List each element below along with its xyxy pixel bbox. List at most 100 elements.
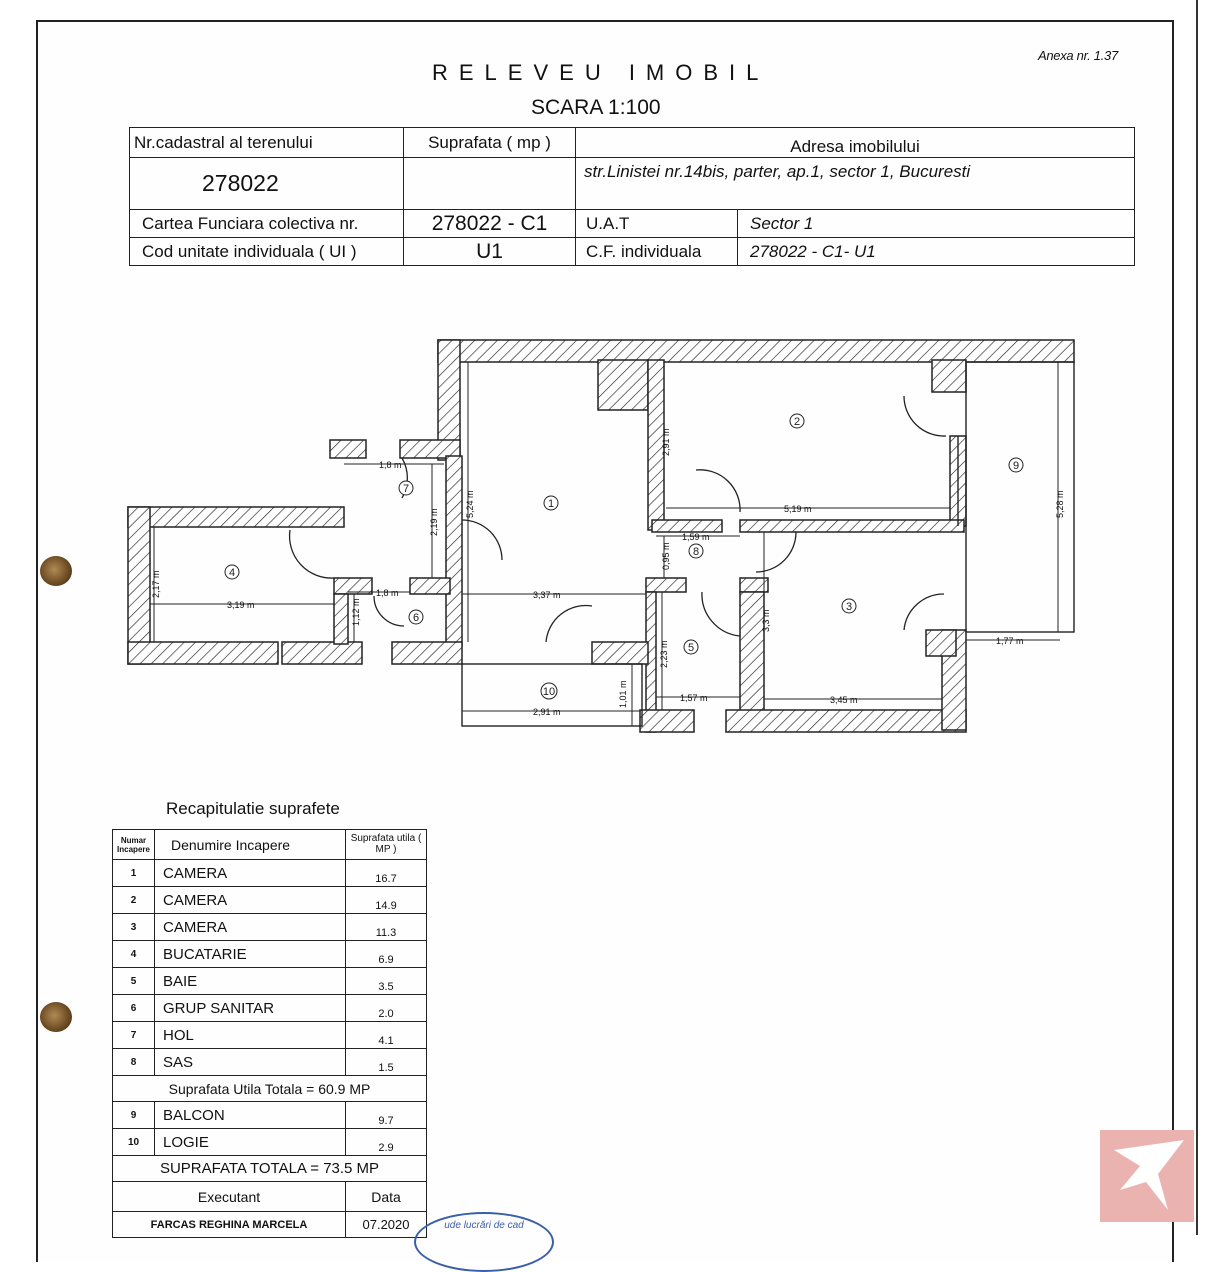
door-swing (903, 395, 947, 437)
cf-collective-label: Cartea Funciara colectiva nr. (129, 209, 404, 238)
room-number-1: 1 (543, 495, 559, 511)
col-name-header: Denumire Incapere (154, 829, 346, 860)
wall (739, 519, 965, 533)
svg-text:1: 1 (548, 498, 554, 510)
dim-label: 3,37 m (533, 590, 561, 600)
property-header-table: Nr.cadastral al terenului Suprafata ( mp… (129, 127, 1135, 266)
room-number-8: 8 (688, 543, 704, 559)
wall (409, 577, 451, 595)
svg-text:10: 10 (543, 686, 555, 698)
wall (925, 629, 957, 657)
door-swing (903, 593, 945, 631)
document-scale: SCARA 1:100 (531, 96, 661, 119)
svg-text:7: 7 (403, 483, 409, 495)
wall (645, 577, 687, 593)
cf-individual-label: C.F. individuala (575, 237, 738, 266)
dim-label: 0,95 m (661, 542, 671, 570)
document-title: RELEVEU IMOBIL (432, 60, 770, 85)
dim-label: 1,59 m (682, 532, 710, 542)
dim-label: 2,19 m (429, 508, 439, 536)
dim-label: 2,91 m (533, 707, 561, 717)
wall (399, 439, 461, 459)
door-swing (755, 531, 797, 573)
svg-text:6: 6 (413, 612, 419, 624)
room-number-6: 6 (408, 609, 424, 625)
wall (281, 641, 363, 665)
door-swing (288, 529, 335, 579)
official-stamp: ude lucrări de cad (414, 1212, 554, 1272)
room-number-7: 7 (398, 480, 414, 496)
room-number-4: 4 (224, 564, 240, 580)
dim-label: 3,45 m (830, 695, 858, 705)
wall (333, 593, 349, 645)
svg-text:8: 8 (693, 546, 699, 558)
wall (597, 359, 649, 411)
dim-label: 5,24 m (465, 490, 475, 518)
svg-text:2: 2 (794, 416, 800, 428)
dim-label: 2,91 m (661, 428, 671, 456)
dim-label: 1,01 m (618, 680, 628, 708)
uat-value: Sector 1 (737, 209, 1135, 238)
wall (651, 519, 723, 533)
wall (591, 641, 649, 665)
room-number-10: 10 (540, 682, 558, 700)
logia-outline (461, 663, 643, 727)
page-edge-line (1196, 0, 1198, 1235)
watermark-logo (1100, 1130, 1194, 1222)
door-swing (461, 519, 503, 561)
cf-collective-value: 278022 - C1 (403, 209, 576, 238)
executant-value: FARCAS REGHINA MARCELA (112, 1211, 346, 1238)
dim-label: 2,17 m (151, 570, 161, 598)
dim-label: 5,19 m (784, 504, 812, 514)
wall (445, 455, 463, 647)
door-swing (545, 604, 593, 643)
dim-label: 1,57 m (680, 693, 708, 703)
svg-text:5: 5 (688, 642, 694, 654)
wall (931, 359, 967, 393)
room-number-3: 3 (841, 598, 857, 614)
room-number-5: 5 (683, 639, 699, 655)
door-swing (701, 591, 741, 637)
room-number-2: 2 (789, 413, 805, 429)
floor-plan: 1 2 3 4 5 6 7 8 9 10 1,8 m 2,19 m 5,24 m… (127, 339, 1075, 733)
balcony-outline (965, 361, 1075, 633)
dim-label: 3,19 m (227, 600, 255, 610)
uat-label: U.A.T (575, 209, 738, 238)
svg-text:4: 4 (229, 567, 235, 579)
binder-hole (40, 556, 72, 586)
col-area-header: Suprafata utila ( MP ) (345, 829, 427, 860)
executant-label: Executant (112, 1181, 346, 1212)
svg-text:3: 3 (846, 601, 852, 613)
wall (437, 339, 1075, 363)
svg-text:9: 9 (1013, 460, 1019, 472)
cf-individual-value: 278022 - C1- U1 (737, 237, 1135, 266)
wall (329, 439, 367, 459)
wall (391, 641, 463, 665)
grand-total: SUPRAFATA TOTALA = 73.5 MP (112, 1155, 427, 1182)
wall (725, 709, 967, 733)
dim-label: 5,28 m (1055, 490, 1065, 518)
wall (739, 591, 765, 713)
dim-label: 3,3 m (761, 609, 771, 632)
wall (333, 577, 373, 595)
dim-label: 1,8 m (376, 588, 399, 598)
binder-hole (40, 1002, 72, 1032)
dim-label: 1,77 m (996, 636, 1024, 646)
dim-label: 2,23 m (659, 640, 669, 668)
wall (639, 709, 695, 733)
useful-total: Suprafata Utila Totala = 60.9 MP (112, 1075, 427, 1102)
dim-label: 1,12 m (351, 598, 361, 626)
ui-label: Cod unitate individuala ( UI ) (129, 237, 404, 266)
recap-title: Recapitulatie suprafete (166, 799, 340, 818)
door-swing (695, 469, 741, 513)
